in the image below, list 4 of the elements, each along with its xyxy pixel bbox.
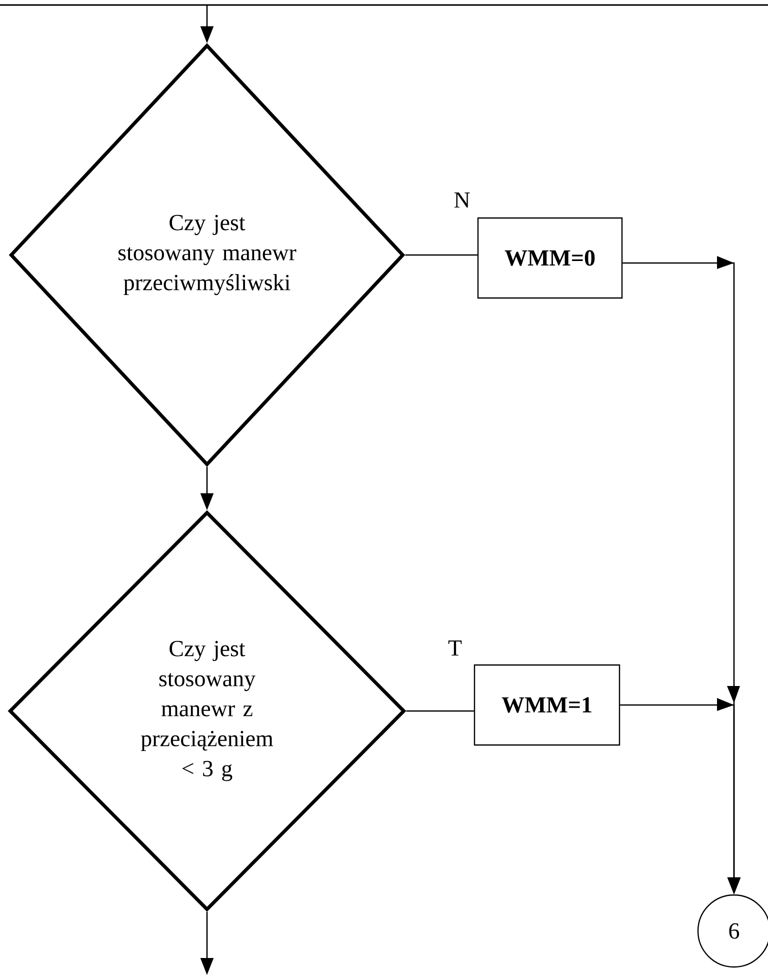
process-box: WMM=1 bbox=[474, 664, 620, 746]
edge-label: N bbox=[452, 191, 472, 209]
process-box: WMM=0 bbox=[477, 217, 623, 299]
edge-label: T bbox=[446, 639, 464, 657]
